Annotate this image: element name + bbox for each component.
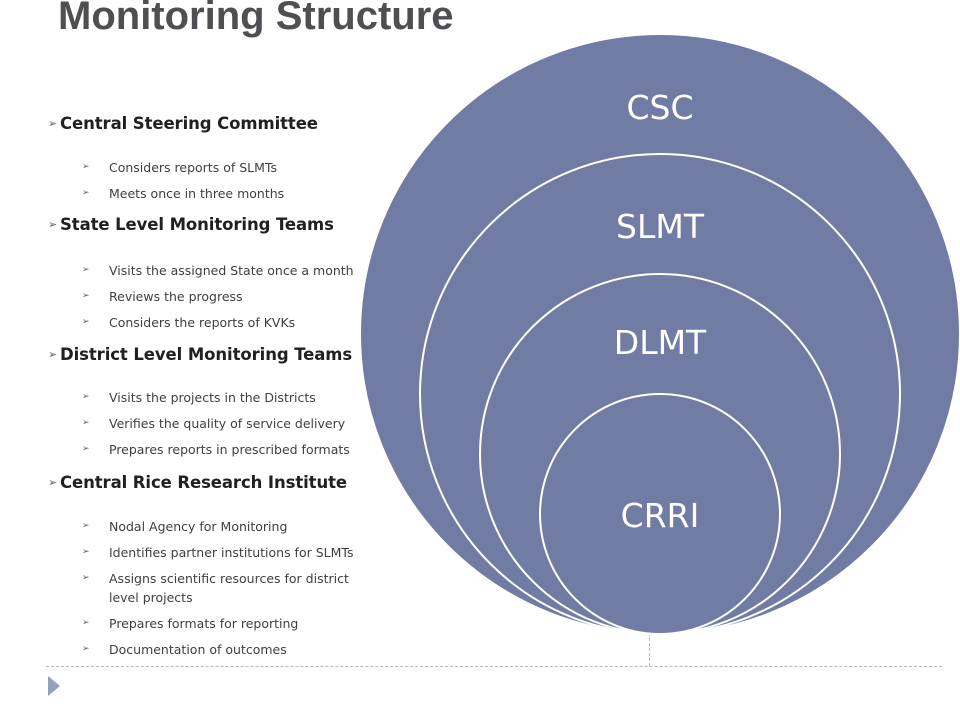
slide-title-text: Monitoring Structure (58, 0, 454, 38)
list-item-text: Considers reports of SLMTs (109, 160, 277, 175)
list-item: ➢ Identifies partner institutions for SL… (82, 543, 372, 562)
list-item: ➢ Visits the assigned State once a month (82, 261, 372, 280)
chevron-right-icon: ➢ (82, 444, 90, 454)
chevron-right-icon: ➢ (48, 117, 58, 130)
horizontal-guide-line (46, 666, 942, 667)
chevron-right-icon: ➢ (82, 547, 90, 557)
list-item-text: Documentation of outcomes (109, 642, 287, 657)
chevron-right-icon: ➢ (82, 418, 90, 428)
list-item-text: Nodal Agency for Monitoring (109, 519, 288, 534)
ring-label-crri: CRRI (621, 496, 700, 535)
list-item: ➢ Nodal Agency for Monitoring (82, 517, 372, 536)
chevron-right-icon: ➢ (82, 265, 90, 275)
section-heading-text: Central Steering Committee (60, 114, 318, 133)
list-item: ➢ Visits the projects in the Districts (82, 388, 372, 407)
list-item: ➢ Documentation of outcomes (82, 640, 372, 659)
triangle-right-icon (48, 676, 60, 696)
ring-label-csc: CSC (626, 88, 693, 127)
list-item: ➢ Meets once in three months (82, 184, 372, 203)
list-item-text: Prepares formats for reporting (109, 616, 299, 631)
chevron-right-icon: ➢ (82, 573, 90, 583)
list-item-text: Reviews the progress (109, 289, 243, 304)
list-item: ➢ Prepares reports in prescribed formats (82, 440, 372, 459)
chevron-right-icon: ➢ (82, 644, 90, 654)
section-heading-text: Central Rice Research Institute (60, 473, 347, 492)
chevron-right-icon: ➢ (82, 291, 90, 301)
chevron-right-icon: ➢ (82, 521, 90, 531)
ring-label-slmt: SLMT (616, 207, 705, 246)
section-heading-text: District Level Monitoring Teams (60, 345, 353, 364)
list-item: ➢ Assigns scientific resources for distr… (82, 569, 372, 607)
chevron-right-icon: ➢ (82, 162, 90, 172)
list-item-text: Visits the assigned State once a month (109, 263, 354, 278)
list-item-text: Assigns scientific resources for distric… (109, 571, 349, 605)
section-heading: ➢ District Level Monitoring Teams (48, 345, 352, 365)
chevron-right-icon: ➢ (48, 348, 58, 361)
chevron-right-icon: ➢ (82, 618, 90, 628)
chevron-right-icon: ➢ (48, 476, 58, 489)
slide-title: Monitoring Structure (58, 0, 454, 41)
list-item: ➢ Reviews the progress (82, 287, 372, 306)
list-item: ➢ Verifies the quality of service delive… (82, 414, 372, 433)
list-item-text: Verifies the quality of service delivery (109, 416, 346, 431)
chevron-right-icon: ➢ (82, 392, 90, 402)
section-heading: ➢ State Level Monitoring Teams (48, 215, 334, 235)
section-heading-text: State Level Monitoring Teams (60, 215, 334, 234)
list-item-text: Considers the reports of KVKs (109, 315, 296, 330)
list-item-text: Meets once in three months (109, 186, 285, 201)
ring-crri (539, 393, 781, 635)
section-heading: ➢ Central Steering Committee (48, 114, 318, 134)
list-item-text: Prepares reports in prescribed formats (109, 442, 350, 457)
list-item: ➢ Considers the reports of KVKs (82, 313, 372, 332)
ring-label-dlmt: DLMT (614, 323, 707, 362)
chevron-right-icon: ➢ (48, 218, 58, 231)
section-heading: ➢ Central Rice Research Institute (48, 473, 347, 493)
list-item-text: Visits the projects in the Districts (109, 390, 316, 405)
chevron-right-icon: ➢ (82, 317, 90, 327)
list-item: ➢ Prepares formats for reporting (82, 614, 372, 633)
chevron-right-icon: ➢ (82, 188, 90, 198)
list-item: ➢ Considers reports of SLMTs (82, 158, 372, 177)
list-item-text: Identifies partner institutions for SLMT… (109, 545, 354, 560)
